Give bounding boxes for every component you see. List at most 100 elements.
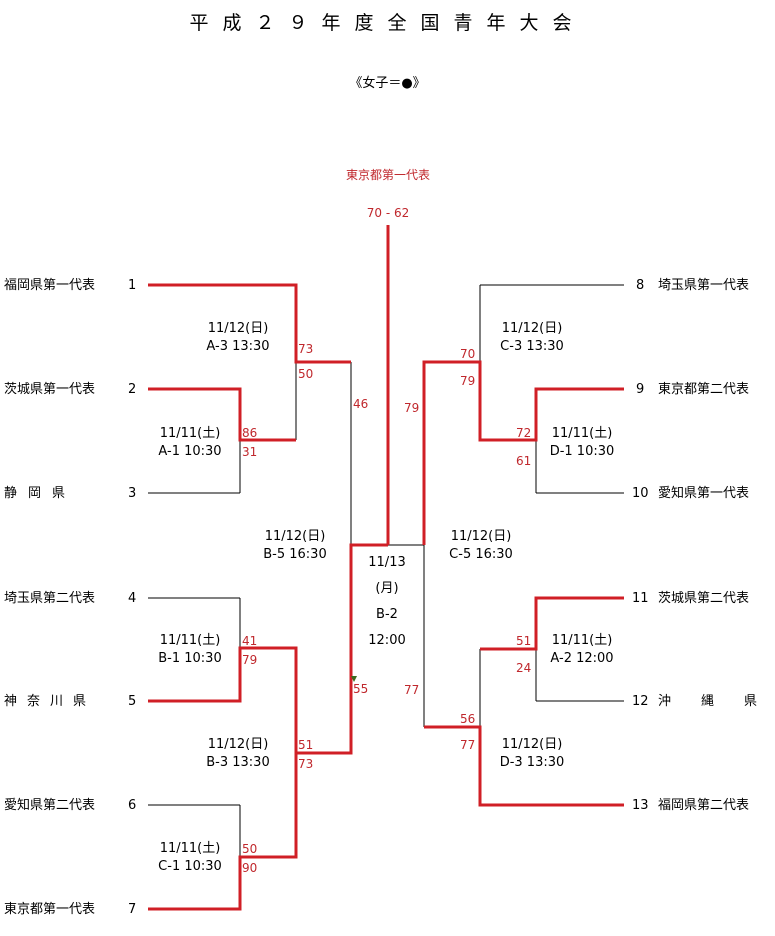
score-a1-1: 86: [242, 426, 258, 440]
match-info-c3: 11/12(日) C-3 13:30: [482, 320, 582, 356]
score-b1-1: 41: [242, 634, 258, 648]
tournament-title: 平成２９年度全国青年大会: [189, 12, 586, 34]
team-7: 東京都第一代表: [4, 902, 95, 918]
team-name: 静岡県: [4, 486, 77, 501]
match-code: B-1 10:30: [158, 651, 222, 666]
final-time: 12:00: [368, 633, 406, 648]
match-date: 11/12(日): [207, 321, 269, 336]
final-date: 11/13: [368, 555, 406, 570]
team-12: 沖縄県: [658, 694, 775, 710]
match-info-a1: 11/11(土) A-1 10:30: [140, 425, 240, 461]
team-name: 福岡県第二代表: [658, 798, 750, 813]
score-a3-2: 50: [298, 367, 314, 381]
match-code: A-1 10:30: [158, 444, 222, 459]
match-info-a3: 11/12(日) A-3 13:30: [188, 320, 288, 356]
team-13: 福岡県第二代表: [658, 798, 749, 814]
match-code: B-5 16:30: [263, 547, 327, 562]
score-d1-2: 61: [516, 454, 532, 468]
match-date: 11/12(日): [264, 529, 326, 544]
final-day: (月): [375, 581, 399, 596]
team-6: 愛知県第二代表: [4, 798, 95, 814]
team-num-11: 11: [632, 591, 649, 606]
team-1: 福岡県第一代表: [4, 278, 95, 294]
match-code: B-3 13:30: [206, 755, 270, 770]
score-c5-1: 79: [404, 401, 420, 415]
match-code: A-2 12:00: [550, 651, 614, 666]
score-b1-2: 79: [242, 653, 258, 667]
team-name: 東京都第二代表: [658, 382, 750, 397]
team-num-12: 12: [632, 694, 649, 709]
team-num-2: 2: [128, 382, 137, 397]
team-name: 茨城県第一代表: [4, 382, 96, 397]
team-name: 東京都第一代表: [4, 902, 96, 917]
team-10: 愛知県第一代表: [658, 486, 749, 502]
team-num-13: 13: [632, 798, 649, 813]
match-info-b1: 11/11(土) B-1 10:30: [140, 632, 240, 668]
score-b3-2: 73: [298, 757, 314, 771]
final-code: B-2: [376, 607, 398, 622]
team-num-8: 8: [636, 278, 645, 293]
score-c3-2: 79: [460, 374, 476, 388]
team-name: 茨城県第二代表: [658, 591, 750, 606]
match-date: 11/12(日): [450, 529, 512, 544]
team-num-7: 7: [128, 902, 137, 917]
score-c1-2: 90: [242, 861, 258, 875]
match-code: C-3 13:30: [500, 339, 564, 354]
score-c5-2: 77: [404, 683, 420, 697]
final-match-info: 11/13 (月) B-2 12:00: [352, 550, 422, 654]
team-8: 埼玉県第一代表: [658, 278, 749, 294]
marker-icon: [351, 676, 357, 682]
score-d1-1: 72: [516, 426, 532, 440]
team-name: 福岡県第一代表: [4, 278, 96, 293]
match-date: 11/11(土): [159, 633, 221, 648]
team-num-4: 4: [128, 591, 137, 606]
score-a2-2: 24: [516, 661, 532, 675]
score-c1-1: 50: [242, 842, 258, 856]
match-date: 11/12(日): [501, 321, 563, 336]
team-num-9: 9: [636, 382, 645, 397]
match-date: 11/11(土): [159, 426, 221, 441]
team-9: 東京都第二代表: [658, 382, 749, 398]
score-a2-1: 51: [516, 634, 532, 648]
team-name: 埼玉県第二代表: [4, 591, 96, 606]
team-5: 神奈川県: [4, 694, 96, 710]
match-code: C-5 16:30: [449, 547, 513, 562]
team-2: 茨城県第一代表: [4, 382, 95, 398]
score-b3-1: 51: [298, 738, 314, 752]
team-name: 埼玉県第一代表: [658, 278, 750, 293]
match-info-d1: 11/11(土)D-1 10:30: [532, 425, 632, 461]
team-name: 神奈川県: [4, 694, 97, 709]
match-info-c1: 11/11(土) C-1 10:30: [140, 840, 240, 876]
match-code: A-3 13:30: [206, 339, 270, 354]
match-code: C-1 10:30: [158, 859, 222, 874]
match-date: 11/11(土): [551, 426, 613, 441]
match-info-a2: 11/11(土) A-2 12:00: [532, 632, 632, 668]
match-info-b3: 11/12(日) B-3 13:30: [188, 736, 288, 772]
match-info-b5: 11/12(日) B-5 16:30: [240, 528, 350, 564]
score-d3-2: 77: [460, 738, 476, 752]
team-name: 沖縄県: [658, 694, 775, 709]
team-num-5: 5: [128, 694, 137, 709]
score-c3-1: 70: [460, 347, 476, 361]
match-date: 11/12(日): [501, 737, 563, 752]
team-3: 静岡県: [4, 486, 76, 502]
team-name: 愛知県第二代表: [4, 798, 96, 813]
team-num-1: 1: [128, 278, 137, 293]
tournament-subtitle: 《女子＝●》: [349, 76, 426, 91]
team-num-10: 10: [632, 486, 649, 501]
team-11: 茨城県第二代表: [658, 591, 749, 607]
match-date: 11/12(日): [207, 737, 269, 752]
match-date: 11/11(土): [551, 633, 613, 648]
score-b5-1: 46: [353, 397, 369, 411]
match-code: D-3 13:30: [499, 755, 565, 770]
team-num-3: 3: [128, 486, 137, 501]
score-a3-1: 73: [298, 342, 314, 356]
champion-score: 70 - 62: [366, 206, 410, 220]
team-name: 愛知県第一代表: [658, 486, 750, 501]
score-a1-2: 31: [242, 445, 258, 459]
score-d3-1: 56: [460, 712, 476, 726]
team-4: 埼玉県第二代表: [4, 591, 95, 607]
match-date: 11/11(土): [159, 841, 221, 856]
match-info-c5: 11/12(日) C-5 16:30: [426, 528, 536, 564]
